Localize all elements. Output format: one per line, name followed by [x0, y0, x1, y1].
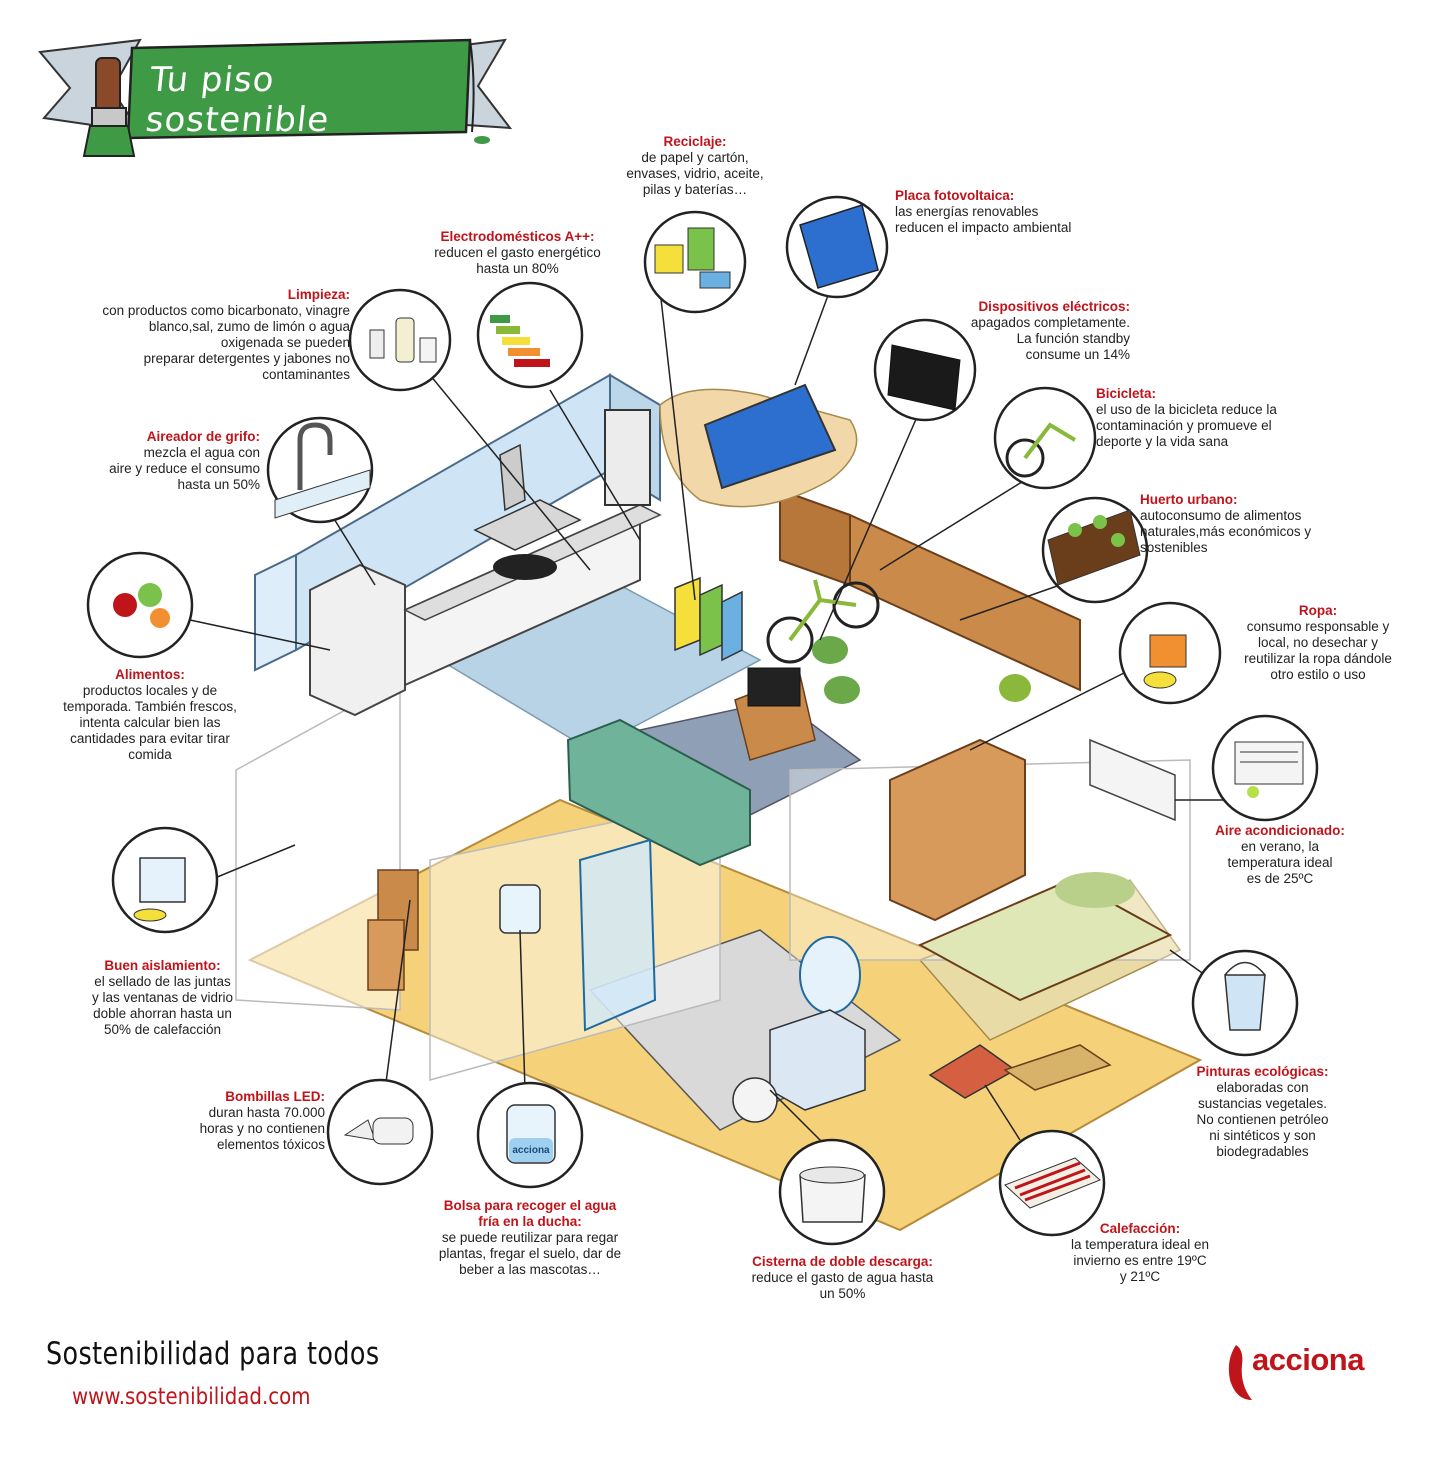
plant-pots	[812, 636, 1031, 704]
callout-text: mezcla el agua con aire y reduce el cons…	[109, 445, 260, 492]
bicycle-icon	[993, 386, 1097, 490]
callout-title: Placa fotovoltaica:	[895, 188, 1015, 203]
clothes-icon	[1118, 601, 1222, 705]
callout-calefaccion: Calefacción: la temperatura ideal en inv…	[1045, 1221, 1235, 1285]
callout-aireador: Aireador de grifo: mezcla el agua con ai…	[80, 429, 260, 493]
callout-text: elaboradas con sustancias vegetales. No …	[1196, 1080, 1329, 1159]
callout-title: Aireador de grifo:	[146, 429, 260, 444]
callout-ropa: Ropa: consumo responsable y local, no de…	[1218, 603, 1418, 683]
recycling-bins	[674, 576, 743, 662]
callout-text: el uso de la bicicleta reduce la contami…	[1096, 402, 1277, 449]
faucet-icon	[266, 416, 374, 524]
callout-text: con productos como bicarbonato, vinagre …	[102, 303, 350, 382]
callout-title: Pinturas ecológicas:	[1196, 1064, 1329, 1079]
callout-bolsa-agua: Bolsa para recoger el agua fría en la du…	[400, 1198, 660, 1278]
callout-title: Calefacción:	[1099, 1221, 1181, 1236]
callout-dispositivos-electricos: Dispositivos eléctricos: apagados comple…	[940, 299, 1130, 363]
callout-title: Limpieza:	[287, 287, 350, 302]
callout-text: la temperatura ideal en invierno es entr…	[1070, 1237, 1210, 1284]
callout-electrodomesticos: Electrodomésticos A++: reducen el gasto …	[400, 229, 635, 277]
tv-stand	[734, 667, 816, 761]
callout-buen-aislamiento: Buen aislamiento: el sellado de las junt…	[60, 958, 265, 1038]
recycling-bins-icon	[643, 210, 747, 314]
cleaning-products-icon	[348, 288, 452, 392]
solar-panel-icon	[785, 195, 889, 299]
paintbrush-icon	[82, 57, 136, 157]
callout-text: se puede reutilizar para regar plantas, …	[438, 1230, 622, 1277]
shower	[578, 838, 657, 1032]
heating-floor-sample	[928, 1044, 1112, 1099]
callout-title: Reciclaje:	[663, 134, 727, 149]
callout-text: de papel y cartón, envases, vidrio, acei…	[626, 150, 764, 197]
callout-huerto-urbano: Huerto urbano: autoconsumo de alimentos …	[1140, 492, 1370, 556]
living-wall	[779, 488, 1081, 692]
callout-title: Bombillas LED:	[225, 1089, 325, 1104]
callout-limpieza: Limpieza: con productos como bicarbonato…	[40, 287, 350, 383]
callout-title: Bolsa para recoger el agua fría en la du…	[443, 1198, 617, 1229]
leader-lines	[189, 289, 1235, 1151]
bag-brand-label: acciona	[512, 1145, 550, 1156]
wall-air-conditioner	[1089, 738, 1176, 822]
water-bag-icon: acciona	[476, 1081, 584, 1189]
callout-title: Huerto urbano:	[1140, 492, 1238, 507]
double-glazing-icon	[111, 826, 219, 934]
page-title: Tu piso sostenible	[143, 60, 332, 140]
bed	[917, 872, 1173, 1002]
toilet-cistern-icon	[778, 1138, 886, 1246]
callout-text: consumo responsable y local, no desechar…	[1244, 619, 1392, 682]
callout-bicicleta: Bicicleta: el uso de la bicicleta reduce…	[1096, 386, 1336, 450]
air-conditioner-icon	[1211, 714, 1319, 822]
callout-text: duran hasta 70.000 horas y no contienen …	[199, 1105, 325, 1152]
callout-title: Bicicleta:	[1096, 386, 1157, 401]
callout-placa-fotovoltaica: Placa fotovoltaica: las energías renovab…	[895, 188, 1125, 236]
callout-bombillas-led: Bombillas LED: duran hasta 70.000 horas …	[150, 1089, 325, 1153]
callout-aire-acondicionado: Aire acondicionado: en verano, la temper…	[1195, 823, 1365, 887]
callout-title: Cisterna de doble descarga:	[752, 1254, 933, 1269]
callout-text: las energías renovables reducen el impac…	[895, 204, 1072, 235]
extractor-hood	[473, 443, 582, 551]
callout-title: Ropa:	[1298, 603, 1338, 618]
callout-text: en verano, la temperatura ideal es de 25…	[1227, 839, 1333, 886]
callout-text: el sellado de las juntas y las ventanas …	[91, 974, 234, 1037]
food-icon	[86, 551, 194, 659]
kitchen-counter	[403, 503, 662, 687]
dining-chairs	[367, 869, 419, 991]
refrigerator	[309, 563, 406, 717]
roof-solar-panel	[659, 383, 858, 508]
bicycle	[766, 579, 880, 664]
paint-bucket-icon	[1191, 949, 1299, 1057]
energy-label-icon	[476, 281, 584, 389]
wardrobe	[889, 738, 1026, 922]
tv-icon	[873, 318, 977, 422]
callout-cisterna: Cisterna de doble descarga: reduce el ga…	[720, 1254, 965, 1302]
sofa	[566, 718, 751, 867]
urban-garden-icon	[1041, 496, 1149, 604]
underfloor-heating-icon	[998, 1129, 1106, 1237]
brand-logo-text: acciona	[1252, 1342, 1364, 1377]
callout-pinturas-ecologicas: Pinturas ecológicas: elaboradas con sust…	[1170, 1064, 1355, 1160]
callout-title: Buen aislamiento:	[104, 958, 221, 973]
footer-url-link[interactable]: www.sostenibilidad.com	[72, 1384, 311, 1410]
sink-vanity	[769, 936, 866, 1111]
callout-text: apagados completamente. La función stand…	[970, 315, 1130, 362]
callout-text: reduce el gasto de agua hasta un 50%	[751, 1270, 934, 1301]
wall-cabinet	[604, 409, 651, 506]
callout-text: productos locales y de temporada. Tambié…	[63, 683, 237, 762]
callout-reciclaje: Reciclaje: de papel y cartón, envases, v…	[580, 134, 810, 198]
callout-title: Alimentos:	[115, 667, 185, 682]
callout-title: Aire acondicionado:	[1215, 823, 1345, 838]
toilet	[732, 1077, 778, 1123]
led-bulb-icon	[326, 1078, 434, 1186]
callout-title: Electrodomésticos A++:	[440, 229, 595, 244]
callout-alimentos: Alimentos: productos locales y de tempor…	[30, 667, 270, 763]
callout-text: autoconsumo de alimentos naturales,más e…	[1140, 508, 1312, 555]
acciona-logo-icon	[1228, 1345, 1252, 1400]
callout-title: Dispositivos eléctricos:	[978, 299, 1130, 314]
footer-tagline: Sostenibilidad para todos	[46, 1336, 380, 1372]
callout-text: reducen el gasto energético hasta un 80%	[434, 245, 601, 276]
water-bag	[499, 884, 541, 934]
